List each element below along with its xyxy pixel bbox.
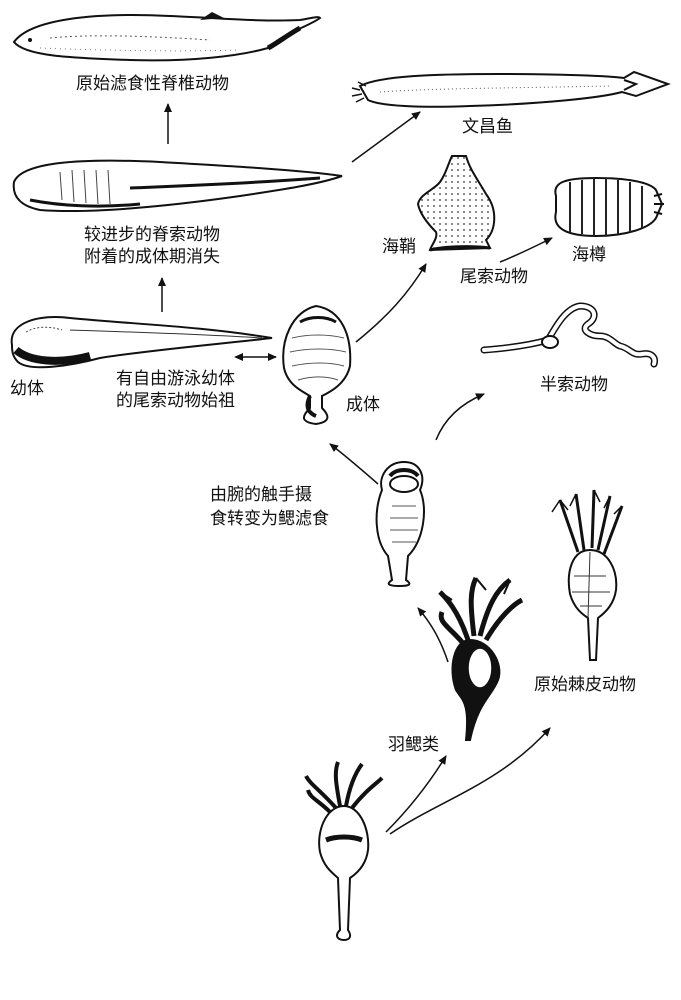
intermediate-form-figure (375, 460, 425, 588)
label-advanced-chordate-1: 较进步的脊索动物 (84, 225, 220, 245)
arrow-intermediate-to-adult (329, 443, 379, 485)
salp-figure (554, 176, 664, 238)
adult-figure (282, 304, 352, 426)
label-feeding-change-2: 食转变为鳃滤食 (210, 509, 329, 529)
amphioxus-figure (351, 70, 671, 108)
label-primitive-filter-vertebrate: 原始滤食性脊椎动物 (76, 74, 229, 94)
label-pterobranch: 羽鳃类 (388, 735, 439, 755)
label-adult: 成体 (346, 395, 380, 415)
label-ancestor-1: 有自由游泳幼体 (116, 369, 235, 389)
label-urochordate: 尾索动物 (460, 267, 528, 287)
label-advanced-chordate-2: 附着的成体期消失 (84, 247, 220, 267)
hemichordate-figure (480, 302, 658, 368)
arrow-pterobranch-to-intermediate (417, 607, 449, 663)
advanced-chordate-figure (12, 159, 343, 213)
arrow-ancestor-to-echinoderm (389, 727, 551, 835)
label-salp: 海樽 (572, 245, 606, 265)
label-primitive-echinoderm: 原始棘皮动物 (534, 675, 636, 695)
label-hemichordate: 半索动物 (540, 375, 608, 395)
arrow-urochordate-to-salp (499, 237, 553, 263)
label-larva: 幼体 (10, 379, 44, 399)
arrow-ancestor-to-pterobranch (385, 755, 447, 833)
arrow-to-hemichordate (435, 393, 485, 441)
label-sea-squirt: 海鞘 (382, 237, 416, 257)
arrow-to-amphioxus (351, 111, 421, 163)
arrow-adult-to-urochordate (355, 263, 427, 343)
label-ancestor-2: 的尾索动物始祖 (116, 391, 235, 411)
label-feeding-change-1: 由腕的触手摄 (210, 485, 312, 505)
sea-squirt-figure (416, 155, 496, 252)
larva-figure (10, 316, 273, 369)
pterobranch-figure (438, 576, 524, 741)
ancestral-stalked-figure (304, 761, 384, 942)
primitive-echinoderm-figure (551, 489, 624, 661)
label-amphioxus: 文昌鱼 (462, 117, 513, 137)
primitive-vertebrate-figure (12, 12, 322, 62)
